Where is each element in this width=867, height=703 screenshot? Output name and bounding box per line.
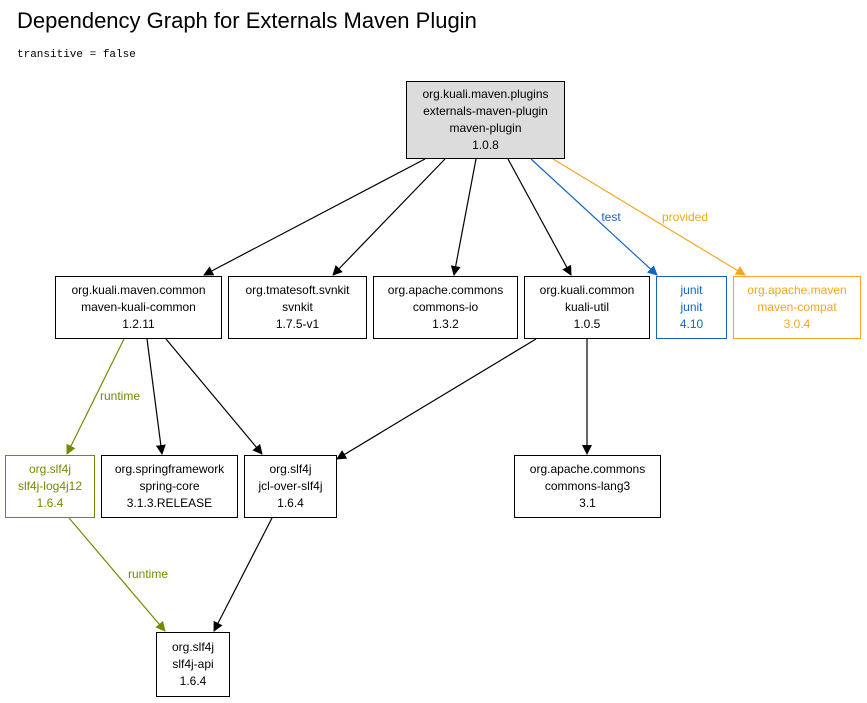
node-group: org.slf4j — [28, 462, 72, 476]
edge-root-to-ku — [507, 158, 572, 276]
node-group: org.apache.commons — [529, 462, 646, 476]
node-version: 1.6.4 — [277, 496, 304, 510]
page-title: Dependency Graph for Externals Maven Plu… — [17, 8, 477, 33]
edge-label-provided: provided — [662, 210, 708, 224]
node-group: org.springframework — [114, 462, 225, 476]
node-version: 1.6.4 — [179, 674, 207, 688]
node-kuali-util: org.kuali.common kuali-util 1.0.5 — [524, 276, 650, 339]
edge-kc-to-jcl — [165, 338, 263, 455]
edge-root-to-svnkit — [332, 158, 446, 276]
edge-kc-to-log4j12 — [66, 338, 125, 455]
node-svnkit: org.tmatesoft.svnkit svnkit 1.7.5-v1 — [228, 276, 367, 339]
node-artifact: junit — [680, 300, 703, 314]
node-group: org.kuali.maven.common — [71, 283, 206, 297]
node-maven-compat: org.apache.maven maven-compat 3.0.4 — [733, 276, 861, 339]
node-version: 1.0.5 — [573, 317, 601, 331]
edge-label-test: test — [601, 210, 621, 224]
node-externals-maven-plugin: org.kuali.maven.plugins externals-maven-… — [406, 81, 565, 159]
node-version: 4.10 — [679, 317, 704, 331]
node-commons-lang3: org.apache.commons commons-lang3 3.1 — [514, 455, 661, 518]
subtitle: transitive = false — [17, 49, 136, 61]
node-version: 3.1.3.RELEASE — [126, 496, 213, 510]
node-artifact: jcl-over-slf4j — [258, 479, 323, 493]
node-artifact: slf4j-log4j12 — [17, 479, 83, 493]
edge-root-to-compat — [552, 158, 746, 276]
edge-root-to-junit — [530, 158, 658, 276]
node-group: org.apache.commons — [387, 283, 504, 297]
node-group: org.tmatesoft.svnkit — [245, 283, 350, 297]
node-artifact: kuali-util — [564, 300, 609, 314]
node-jcl-over-slf4j: org.slf4j jcl-over-slf4j 1.6.4 — [244, 455, 337, 518]
node-version: 1.6.4 — [36, 496, 64, 510]
node-slf4j-log4j12: org.slf4j slf4j-log4j12 1.6.4 — [5, 455, 95, 518]
node-version: 1.0.8 — [472, 138, 499, 152]
node-junit: junit junit 4.10 — [656, 276, 727, 339]
edge-log4j12-to-api — [68, 517, 166, 632]
node-version: 3.1 — [579, 496, 596, 510]
edge-jcl-to-api — [213, 517, 273, 632]
node-type: maven-plugin — [449, 121, 522, 135]
node-group: org.kuali.maven.plugins — [422, 87, 549, 101]
node-group: org.slf4j — [171, 640, 215, 654]
node-group: junit — [680, 283, 703, 297]
edge-ku-to-jcl — [336, 338, 537, 460]
node-artifact: slf4j-api — [172, 657, 214, 671]
edge-kc-to-spring — [146, 338, 166, 455]
node-group: org.slf4j — [269, 462, 312, 476]
node-artifact: commons-lang3 — [544, 479, 631, 493]
node-spring-core: org.springframework spring-core 3.1.3.RE… — [101, 455, 238, 518]
node-version: 1.2.11 — [122, 317, 155, 331]
node-version: 1.3.2 — [432, 317, 459, 331]
node-group: org.kuali.common — [539, 283, 635, 297]
node-artifact: externals-maven-plugin — [423, 104, 548, 118]
node-version: 3.0.4 — [783, 317, 811, 331]
edge-root-to-cio — [450, 158, 477, 276]
node-artifact: svnkit — [282, 300, 313, 314]
node-version: 1.7.5-v1 — [275, 317, 320, 331]
edge-label-runtime: runtime — [100, 389, 140, 403]
edge-label-runtime: runtime — [128, 567, 168, 581]
edge-root-to-kc — [203, 158, 426, 276]
node-artifact: commons-io — [412, 300, 479, 314]
node-group: org.apache.maven — [747, 283, 847, 297]
node-artifact: maven-kuali-common — [81, 300, 196, 314]
node-slf4j-api: org.slf4j slf4j-api 1.6.4 — [156, 632, 230, 697]
node-commons-io: org.apache.commons commons-io 1.3.2 — [373, 276, 518, 339]
node-artifact: spring-core — [139, 479, 200, 493]
node-maven-kuali-common: org.kuali.maven.common maven-kuali-commo… — [55, 276, 222, 339]
node-artifact: maven-compat — [757, 300, 837, 314]
